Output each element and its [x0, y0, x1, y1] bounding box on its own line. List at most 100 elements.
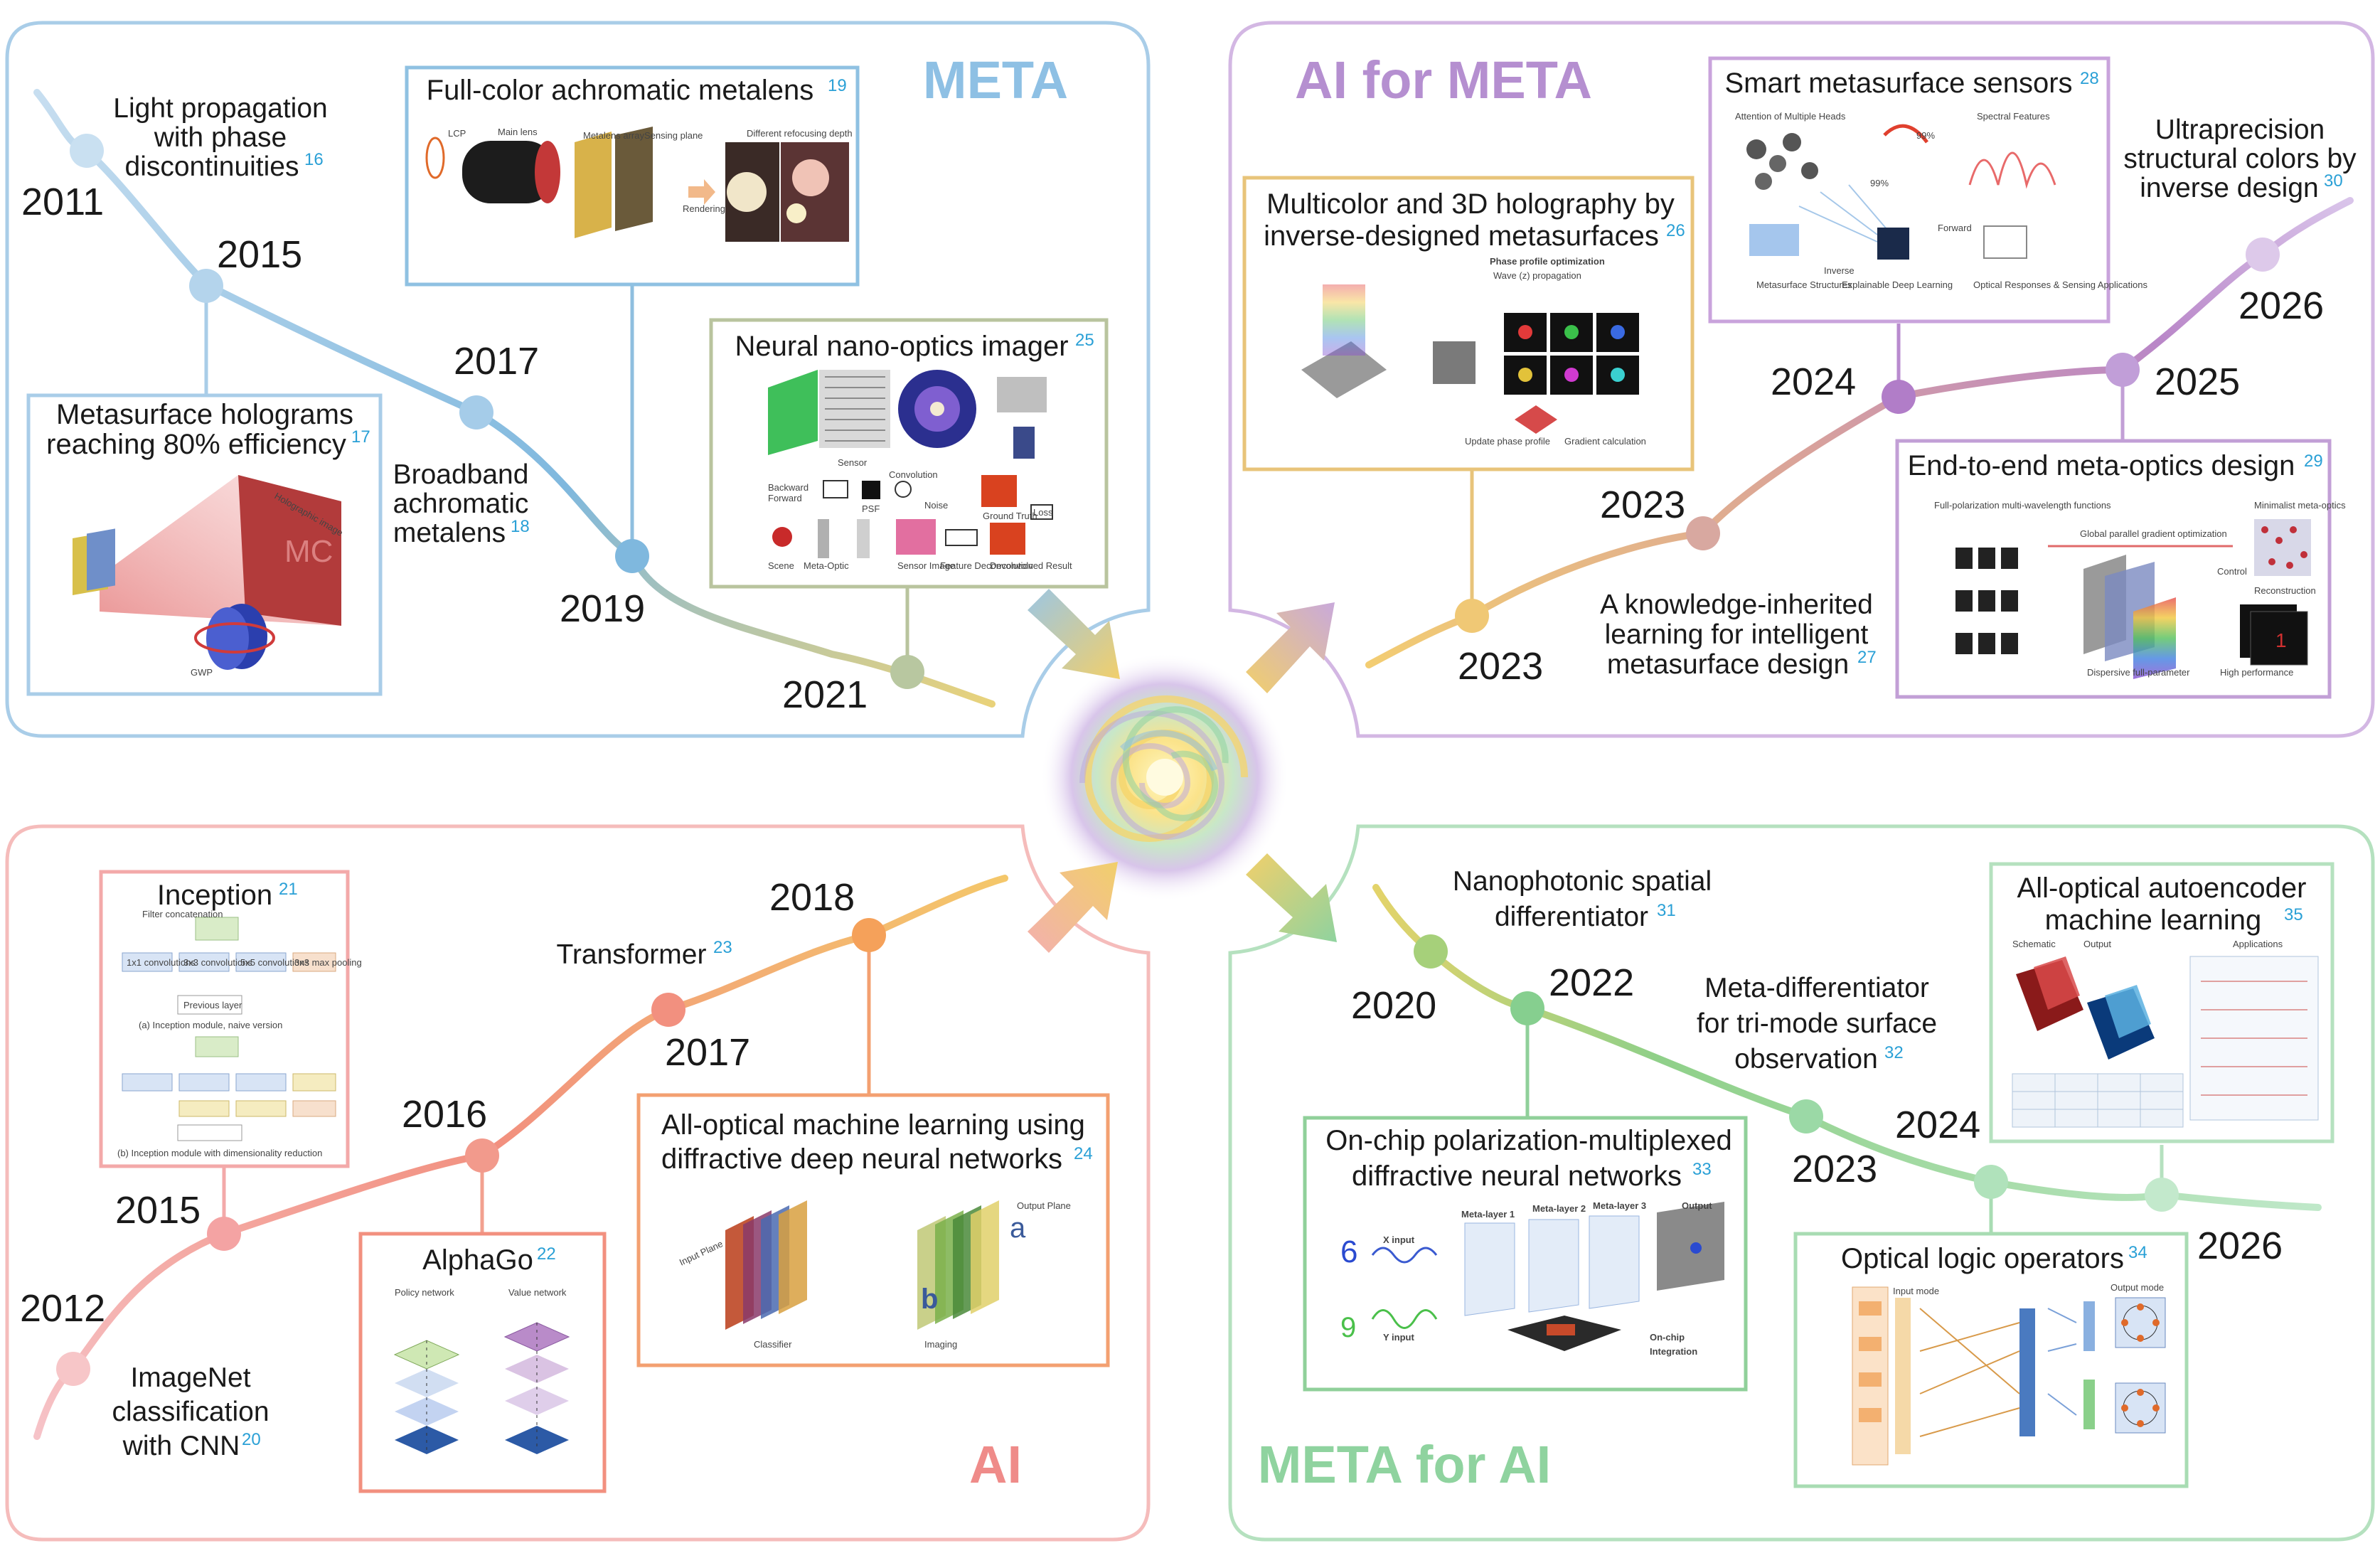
ai-for-meta-timeline: [1365, 197, 2354, 668]
svg-text:Metasurface Structures: Metasurface Structures: [1756, 279, 1852, 290]
svg-text:Backward: Backward: [768, 482, 809, 493]
node-mai-2023: [1789, 1099, 1823, 1133]
svg-text:classification: classification: [112, 1397, 269, 1427]
node-meta-2019: [615, 539, 649, 573]
hologram-illustration: MC Holographic image GWP: [73, 475, 345, 678]
svg-text:Minimalist meta-optics: Minimalist meta-optics: [2254, 500, 2346, 511]
meta-timeline: [33, 89, 996, 708]
svg-text:On-chip polarization-multiplex: On-chip polarization-multiplexed: [1325, 1125, 1731, 1156]
meta-year-2021: 2021: [782, 673, 868, 716]
logic-illustration: Input mode Output mode: [1852, 1282, 2166, 1466]
svg-text:9: 9: [1340, 1312, 1356, 1343]
node-aim-2026: [2246, 238, 2280, 272]
svg-text:X input: X input: [1383, 1234, 1415, 1245]
ai-for-meta-frame: [1228, 21, 2375, 738]
svg-text:All-optical machine learning u: All-optical machine learning using: [661, 1109, 1085, 1141]
svg-text:26: 26: [1666, 221, 1685, 240]
svg-text:b: b: [921, 1284, 938, 1315]
svg-text:Previous layer: Previous layer: [183, 1000, 242, 1010]
card-multicolor-3d-holography: Multicolor and 3D holography by inverse-…: [1242, 176, 1695, 471]
mai-year-2020: 2020: [1351, 984, 1436, 1027]
svg-text:19: 19: [828, 76, 847, 95]
svg-text:Meta-layer 3: Meta-layer 3: [1593, 1200, 1646, 1211]
meta-year-2015: 2015: [217, 233, 302, 276]
mai-label-nanophotonic-differentiator: Nanophotonic spatial differentiator 31: [1453, 866, 1712, 932]
arrow-center-to-meta-for-ai: [1246, 853, 1337, 942]
svg-text:Wave (z) propagation: Wave (z) propagation: [1493, 270, 1581, 281]
meta-label-light-propagation: Light propagation with phase discontinui…: [113, 93, 327, 182]
aim-year-2023-b: 2023: [1600, 484, 1685, 526]
arrow-center-to-ai-for-meta: [1246, 602, 1335, 693]
svg-text:with phase: with phase: [154, 122, 287, 153]
svg-text:Ultraprecision: Ultraprecision: [2155, 114, 2325, 145]
node-meta-2017: [459, 395, 493, 430]
svg-text:3x3 convolutions: 3x3 convolutions: [183, 957, 252, 968]
svg-text:28: 28: [2080, 69, 2099, 88]
svg-text:99%: 99%: [1870, 178, 1889, 188]
svg-text:Noise: Noise: [924, 500, 948, 511]
svg-text:End-to-end meta-optics design: End-to-end meta-optics design: [1908, 450, 2295, 481]
node-meta-2011: [70, 134, 104, 168]
svg-text:Deconvolved Result: Deconvolved Result: [990, 560, 1072, 571]
svg-text:All-optical autoencoder: All-optical autoencoder: [2017, 873, 2307, 904]
svg-text:Sensor Image: Sensor Image: [897, 560, 955, 571]
node-mai-2022: [1510, 991, 1544, 1025]
svg-text:Neural nano-optics imager: Neural nano-optics imager: [735, 331, 1068, 362]
svg-text:Multicolor and 3D holography b: Multicolor and 3D holography by: [1266, 188, 1675, 220]
svg-text:Reconstruction: Reconstruction: [2254, 585, 2316, 596]
svg-text:16: 16: [304, 150, 324, 169]
node-mai-2020: [1414, 934, 1448, 969]
node-meta-2015: [189, 269, 223, 303]
svg-text:Meta-Optic: Meta-Optic: [804, 560, 849, 571]
node-mai-2026: [2145, 1178, 2179, 1212]
arrow-meta-to-center: [1028, 589, 1120, 679]
ai-label-transformer: Transformer 23: [557, 938, 732, 970]
svg-text:21: 21: [279, 880, 298, 899]
node-ai-2012: [56, 1352, 90, 1386]
svg-text:Filter concatenation: Filter concatenation: [142, 909, 223, 919]
card-neural-nano-optics-imager: Neural nano-optics imager 25 Sensor Back…: [709, 318, 1109, 589]
svg-text:29: 29: [2304, 452, 2323, 471]
mai-year-2023: 2023: [1792, 1148, 1877, 1190]
center-swirl: [1040, 653, 1289, 902]
ai-year-2012: 2012: [20, 1287, 105, 1330]
svg-text:with CNN: with CNN: [122, 1431, 240, 1461]
card-inception: Inception 21 Filter concatenation 1x1 co…: [99, 870, 362, 1168]
svg-text:27: 27: [1857, 648, 1877, 667]
e2e-illustration: Full-polarization multi-wavelength funct…: [1934, 500, 2346, 679]
svg-text:Sensing plane: Sensing plane: [644, 130, 703, 141]
card-all-optical-autoencoder: All-optical autoencoder machine learning…: [1989, 862, 2334, 1143]
autoencoder-illustration: Schematic Output Applications: [2012, 939, 2319, 1128]
svg-text:Schematic: Schematic: [2012, 939, 2056, 949]
d2nn-illustration: Input Plane Classifier b a Imaging Outpu…: [678, 1200, 1071, 1350]
svg-text:differentiator: differentiator: [1495, 902, 1648, 932]
ai-for-meta-title: AI for META: [1295, 50, 1592, 110]
svg-text:observation: observation: [1734, 1044, 1878, 1074]
svg-text:24: 24: [1074, 1144, 1093, 1163]
svg-text:1x1 convolutions: 1x1 convolutions: [127, 957, 196, 968]
ai-title: AI: [969, 1435, 1022, 1494]
neural-optics-illustration: Sensor Backward Forward PSF Convolution …: [768, 370, 1072, 571]
svg-text:Optical Responses & Sensing Ap: Optical Responses & Sensing Applications: [1973, 279, 2147, 290]
node-aim-2025: [2106, 353, 2140, 387]
svg-text:5x5 convolutions: 5x5 convolutions: [240, 957, 309, 968]
svg-text:Output: Output: [1682, 1200, 1712, 1211]
svg-text:(a) Inception module, naive ve: (a) Inception module, naive version: [139, 1020, 282, 1030]
svg-text:Imaging: Imaging: [924, 1339, 957, 1350]
svg-text:17: 17: [351, 427, 370, 447]
svg-text:30: 30: [2324, 171, 2343, 191]
ai-year-2018: 2018: [769, 876, 855, 919]
mai-label-meta-differentiator: Meta-differentiator for tri-mode surface…: [1697, 973, 1937, 1074]
svg-text:Nanophotonic spatial: Nanophotonic spatial: [1453, 866, 1712, 897]
node-mai-2024: [1974, 1165, 2008, 1199]
svg-text:Rendering: Rendering: [683, 203, 725, 214]
node-ai-2018: [852, 918, 886, 952]
svg-text:MC: MC: [284, 534, 333, 569]
card-full-color-achromatic-metalens: Full-color achromatic metalens 19 LCP Ma…: [405, 65, 860, 287]
svg-text:1: 1: [2275, 629, 2287, 651]
svg-text:18: 18: [511, 517, 530, 536]
svg-text:learning for intelligent: learning for intelligent: [1605, 619, 1869, 650]
svg-text:Output: Output: [2083, 939, 2111, 949]
card-smart-metasurface-sensors: Smart metasurface sensors 28 Attention o…: [1708, 56, 2147, 324]
aim-label-ultraprecision: Ultraprecision structural colors by inve…: [2123, 114, 2357, 203]
